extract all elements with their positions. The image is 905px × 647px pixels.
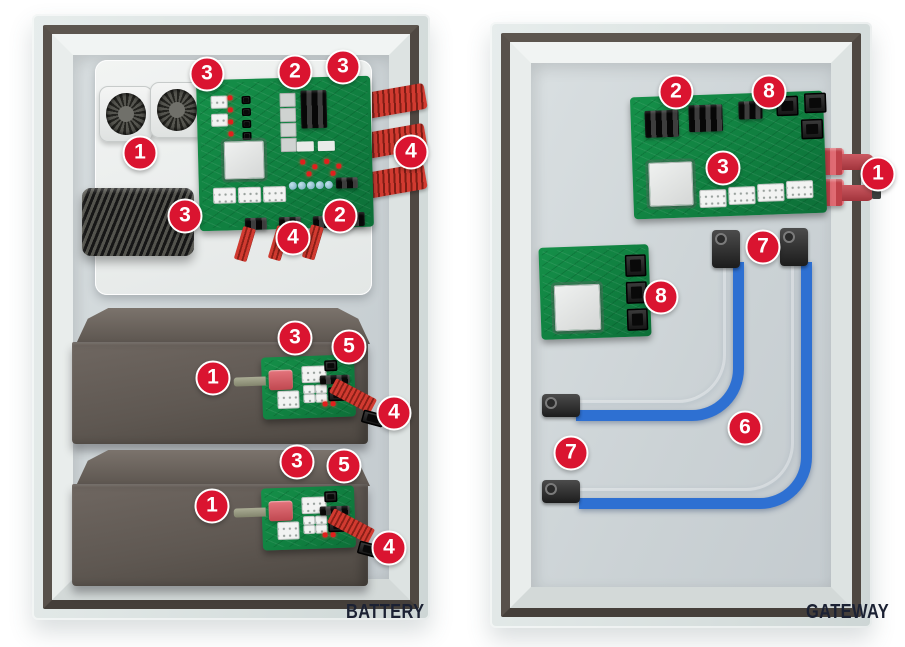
power-connector-red: [268, 500, 294, 522]
callout-badge-battery-3: 3: [325, 49, 361, 85]
callout-badge-gateway-8: 8: [643, 279, 679, 315]
callout-badge-battery-2: 2: [322, 198, 358, 234]
connector-black: [242, 131, 252, 141]
power-connector-nozzle: [842, 185, 874, 201]
callout-badge-battery-4: 4: [393, 134, 429, 170]
callout-badge-gateway-6: 6: [727, 410, 763, 446]
blue-cable: [576, 262, 744, 421]
connector-white: [210, 95, 228, 109]
cable-connector: [780, 228, 808, 266]
connector-pin: [233, 507, 266, 518]
connector-white: [302, 515, 316, 526]
callout-badge-battery-3: 3: [167, 198, 203, 234]
terminal-block: [688, 104, 724, 133]
microcontroller-chip: [648, 161, 694, 207]
connector-white: [277, 390, 300, 410]
callout-badge-gateway-8: 8: [751, 74, 787, 110]
callout-badge-battery-4: 4: [371, 530, 407, 566]
connector-white: [728, 186, 756, 206]
callout-badge-gateway-7: 7: [553, 435, 589, 471]
cable-highlight: [576, 262, 726, 403]
connector-black: [242, 119, 252, 129]
callout-badge-battery-1: 1: [122, 135, 158, 171]
connector-white: [210, 113, 229, 127]
callout-badge-battery-4: 4: [376, 395, 412, 431]
connector-black: [803, 92, 827, 114]
cooling-fan-icon: [150, 82, 204, 138]
connector-white: [757, 183, 785, 203]
connector-white: [314, 515, 328, 525]
connector-black: [800, 118, 824, 140]
connector-white: [302, 384, 316, 395]
callout-badge-battery-2: 2: [277, 54, 313, 90]
fan-hub: [118, 106, 134, 122]
connector-white: [303, 524, 316, 535]
callout-badge-gateway-3: 3: [705, 150, 741, 186]
connector-white: [699, 189, 727, 209]
terminal-block: [644, 109, 680, 138]
pin-header: [335, 177, 358, 189]
connector-white: [303, 393, 316, 404]
connector-black: [241, 107, 252, 117]
callout-badge-battery-3: 3: [189, 56, 225, 92]
connector-white: [785, 180, 814, 200]
cable-connector: [542, 480, 580, 503]
cooling-fan-icon: [99, 86, 153, 142]
blue-cable: [579, 262, 812, 509]
battery-panel-label: BATTERY: [346, 601, 425, 623]
callout-badge-gateway-7: 7: [745, 229, 781, 265]
gateway-panel-label: GATEWAY: [806, 601, 890, 623]
callout-badge-battery-3: 3: [277, 320, 313, 356]
battery-module-lid: [76, 308, 370, 344]
callout-badge-battery-5: 5: [326, 448, 362, 484]
connector-black: [324, 490, 338, 503]
callout-badge-battery-1: 1: [194, 488, 230, 524]
connector-white: [277, 521, 300, 541]
connector-tip: [872, 188, 881, 199]
terminal-block: [300, 89, 328, 129]
connector-white: [314, 384, 328, 394]
callout-badge-gateway-2: 2: [658, 74, 694, 110]
connector-pin: [233, 376, 266, 387]
connector-white: [237, 186, 262, 204]
fan-hub: [169, 102, 185, 118]
cable-highlight: [579, 262, 794, 491]
callout-badge-battery-3: 3: [279, 444, 315, 480]
callout-badge-battery-5: 5: [331, 329, 367, 365]
microcontroller-chip: [223, 140, 265, 180]
callout-badge-gateway-1: 1: [860, 156, 896, 192]
cable-connector: [712, 230, 740, 268]
power-connector-red: [268, 369, 294, 391]
battery-module-lid: [76, 450, 370, 486]
callout-badge-battery-4: 4: [275, 220, 311, 256]
callout-badge-battery-1: 1: [195, 360, 231, 396]
connector-black: [241, 95, 251, 105]
connector-white: [262, 185, 287, 203]
connector-black: [324, 359, 338, 372]
cable-connector: [542, 394, 580, 417]
connector-white: [212, 187, 237, 204]
